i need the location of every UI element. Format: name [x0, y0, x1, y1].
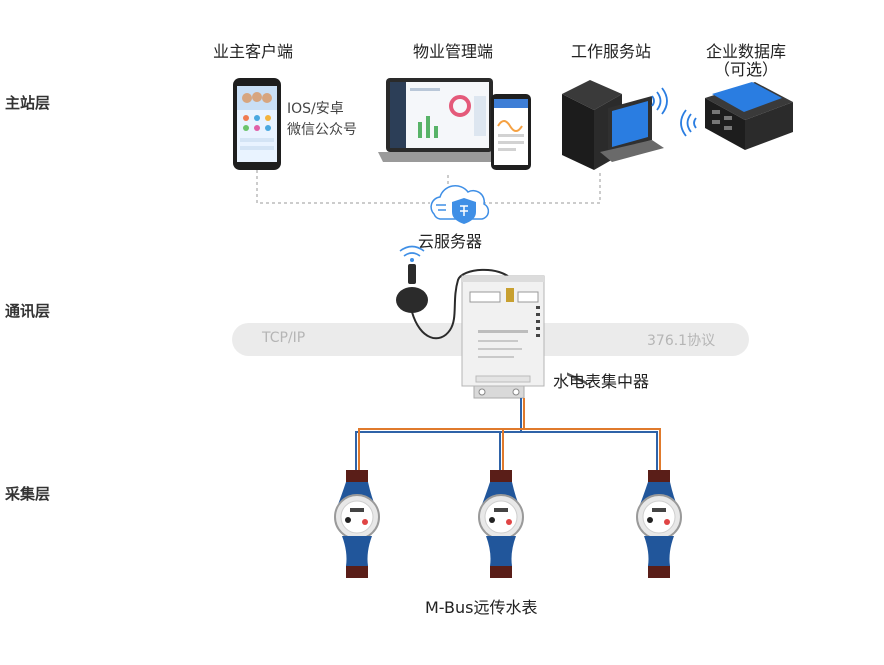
layer-label-collect: 采集层	[5, 485, 51, 503]
database-label: 企业数据库	[706, 42, 787, 61]
concentrator-device	[461, 275, 545, 399]
mobile-platforms-text: IOS/安卓 微信公众号	[287, 99, 357, 141]
water-meters-label: M-Bus远传水表	[425, 598, 538, 617]
tablet-icon	[491, 94, 531, 170]
workstation-icon	[562, 80, 668, 385]
antenna-icon	[396, 245, 513, 340]
water-meter-3	[636, 470, 682, 578]
concentrator-label: 水电表集中器	[553, 372, 650, 391]
wechat-line: 微信公众号	[287, 122, 357, 138]
database-server-icon	[680, 82, 793, 150]
laptop-icon	[378, 78, 501, 162]
phone-icon	[233, 78, 281, 170]
tcp-ip-label: TCP/IP	[262, 330, 306, 346]
property-mgmt-label: 物业管理端	[413, 42, 494, 61]
layer-label-master: 主站层	[5, 94, 51, 112]
water-meter-1	[334, 470, 380, 578]
owner-client-label: 业主客户端	[213, 42, 294, 61]
cloud-icon	[430, 185, 490, 224]
mobile-platform-line: IOS/安卓	[287, 101, 344, 117]
protocol-label: 376.1协议	[647, 333, 716, 349]
database-optional-label: （可选）	[714, 60, 779, 79]
water-meter-2	[478, 470, 524, 578]
mbus-wiring	[355, 398, 661, 475]
layer-label-comm: 通讯层	[5, 302, 51, 320]
cloud-server-label: 云服务器	[418, 232, 483, 251]
workstation-label: 工作服务站	[571, 42, 652, 61]
dashed-connectors	[256, 170, 601, 204]
